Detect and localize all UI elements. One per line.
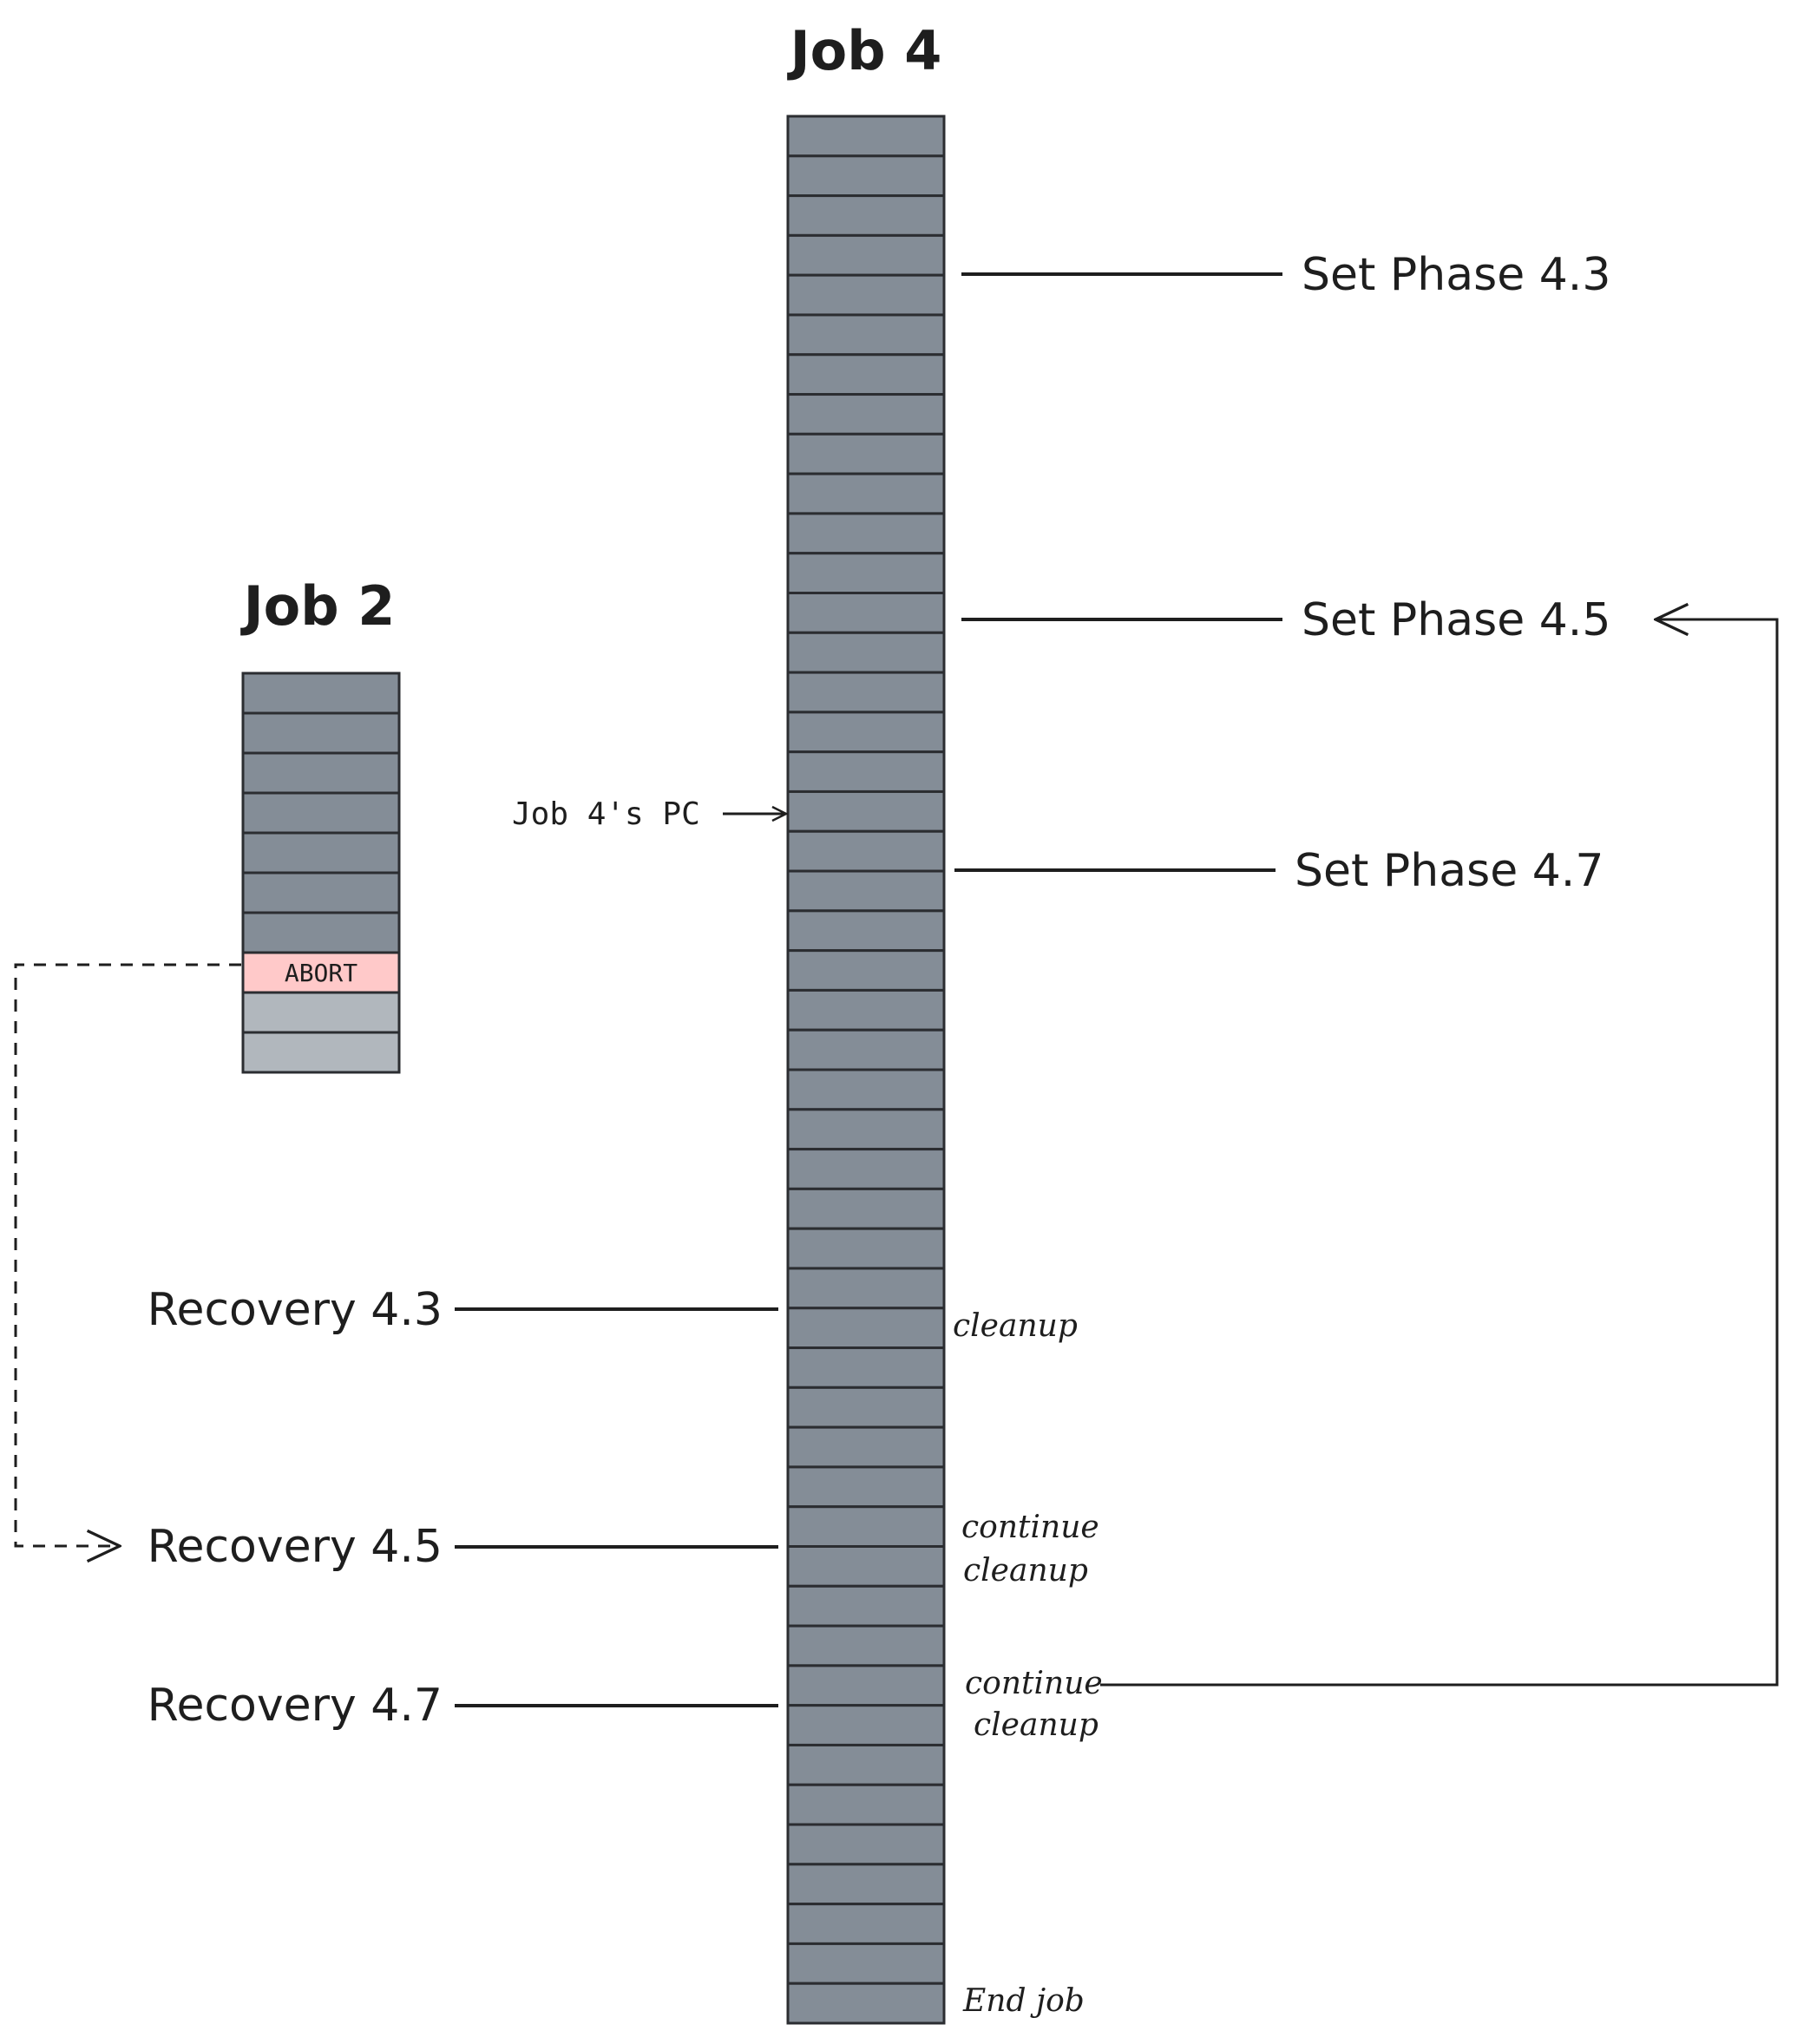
- job4-instruction-cell: [786, 711, 946, 754]
- job2-instruction-cell: [241, 791, 401, 835]
- job4-instruction-cell: [786, 1863, 946, 1906]
- job4-instruction-cell: [786, 1704, 946, 1746]
- cleanup-note: cleanup: [953, 1308, 1078, 1344]
- set-phase-4-7-label: Set Phase 4.7: [1295, 845, 1604, 897]
- job4-instruction-cell: [786, 1783, 946, 1826]
- job4-instruction-cell: [786, 1187, 946, 1230]
- job4-instruction-cell: [786, 1743, 946, 1786]
- job4-instruction-cell: [786, 829, 946, 873]
- job4-instruction-cell: [786, 592, 946, 634]
- job4-instruction-cell: [786, 393, 946, 436]
- job4-instruction-cell: [786, 552, 946, 594]
- job4-instruction-cell: [786, 1505, 946, 1549]
- continue-cleanup-2-line2: cleanup: [974, 1707, 1099, 1743]
- job4-instruction-cell: [786, 1664, 946, 1707]
- job4-instruction-cell: [786, 472, 946, 515]
- job2-instruction-cell: [241, 871, 401, 914]
- job4-instruction-cell: [786, 115, 946, 158]
- job2-instruction-cell: [241, 1031, 401, 1074]
- continue-cleanup-1-line2: cleanup: [963, 1553, 1088, 1589]
- job4-instruction-cell: [786, 1148, 946, 1190]
- job2-instruction-cell: [241, 831, 401, 875]
- job4-instruction-cell: [786, 154, 946, 198]
- job4-instruction-stack: [786, 115, 946, 2025]
- job4-instruction-cell: [786, 988, 946, 1032]
- continue-cleanup-1-line1: continue: [961, 1510, 1099, 1545]
- job4-instruction-cell: [786, 432, 946, 475]
- job4-instruction-cell: [786, 1425, 946, 1469]
- job2-instruction-cell: [241, 711, 401, 755]
- job4-instruction-cell: [786, 789, 946, 833]
- job4-instruction-cell: [786, 909, 946, 953]
- job4-instruction-cell: [786, 512, 946, 555]
- job4-instruction-cell: [786, 1545, 946, 1588]
- abort-label: ABORT: [285, 959, 357, 987]
- job4-instruction-cell: [786, 1823, 946, 1866]
- job4-instruction-cell: [786, 194, 946, 237]
- job4-instruction-cell: [786, 1307, 946, 1350]
- job2-title: Job 2: [240, 574, 396, 638]
- recovery-4-3-label: Recovery 4.3: [148, 1284, 443, 1336]
- set-phase-4-3-label: Set Phase 4.3: [1302, 249, 1610, 301]
- recovery-4-7-label: Recovery 4.7: [148, 1680, 443, 1732]
- job4-instruction-cell: [786, 233, 946, 277]
- loop-back-arrow: [1100, 619, 1779, 1687]
- job4-instruction-cell: [786, 1584, 946, 1628]
- abort-to-recovery-arrow: [14, 963, 241, 1546]
- job4-instruction-cell: [786, 1068, 946, 1111]
- job4-instruction-cell: [786, 1942, 946, 1985]
- job4-instruction-cell: [786, 1465, 946, 1509]
- job4-instruction-cell: [786, 353, 946, 396]
- job4-instruction-cell: [786, 313, 946, 357]
- job2-instruction-cell: [241, 991, 401, 1034]
- job4-instruction-cell: [786, 1903, 946, 1945]
- job4-instruction-cell: [786, 273, 946, 317]
- job4-instruction-cell: [786, 869, 946, 913]
- job4-instruction-cell: [786, 671, 946, 714]
- job4-pc-label: Job 4's PC: [512, 796, 700, 832]
- job4-instruction-cell: [786, 1386, 946, 1429]
- set-phase-4-5-label: Set Phase 4.5: [1302, 594, 1610, 646]
- job2-instruction-cell: [241, 751, 401, 795]
- job4-title: Job 4: [787, 19, 942, 82]
- job4-instruction-cell: [786, 1108, 946, 1151]
- job4-instruction-cell: [786, 1624, 946, 1667]
- end-job-note: End job: [962, 1983, 1085, 2019]
- job4-instruction-cell: [786, 1346, 946, 1389]
- job4-instruction-cell: [786, 750, 946, 793]
- job4-instruction-cell: [786, 949, 946, 992]
- job4-instruction-cell: [786, 1267, 946, 1310]
- job4-instruction-cell: [786, 1227, 946, 1270]
- job2-instruction-stack: ABORT: [241, 672, 401, 1074]
- continue-cleanup-2-line1: continue: [965, 1666, 1103, 1701]
- recovery-4-5-label: Recovery 4.5: [148, 1521, 443, 1573]
- job2-instruction-cell: [241, 672, 401, 715]
- job4-instruction-cell: [786, 631, 946, 674]
- job4-instruction-cell: [786, 1982, 946, 2025]
- job4-instruction-cell: [786, 1028, 946, 1071]
- job2-instruction-cell: [241, 911, 401, 954]
